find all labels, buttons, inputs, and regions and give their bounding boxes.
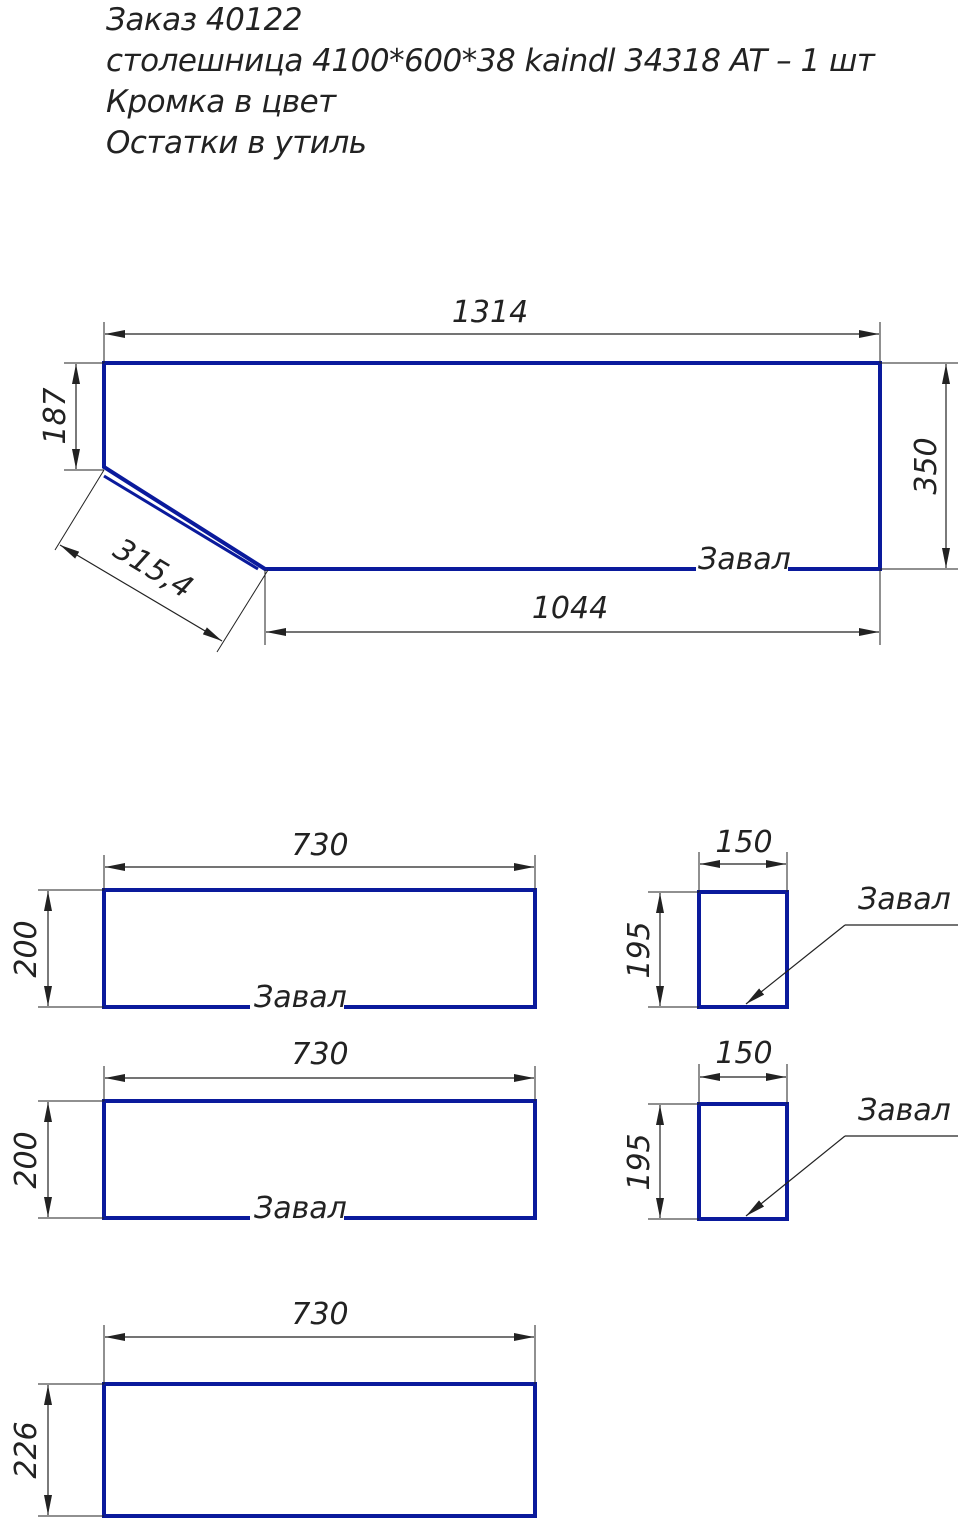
small-part-2: 150 195 Завал [622, 1036, 958, 1221]
main-part-outline [102, 361, 882, 571]
remnants-note: Остатки в утиль [106, 125, 367, 161]
small-2-width: 150 [715, 1036, 772, 1071]
panel-2-width: 730 [291, 1037, 348, 1072]
dim-187: 187 [38, 387, 73, 444]
small-2-leader [745, 1135, 846, 1217]
edge-note: Кромка в цвет [106, 84, 336, 120]
main-edge-label: Завал [698, 542, 791, 577]
panel-3-width: 730 [291, 1297, 348, 1332]
panel-1: Завал 730 200 [9, 828, 537, 1016]
small-1-leader [745, 924, 846, 1005]
small-1-width: 150 [715, 825, 772, 860]
small-2-edge-label: Завал [858, 1093, 951, 1128]
bevel-edge-line [103, 474, 259, 571]
dim-350: 350 [909, 437, 944, 494]
small-2-height: 195 [622, 1133, 657, 1190]
panel-2-height: 200 [9, 1131, 44, 1188]
dim-1314: 1314 [452, 295, 528, 330]
order-header: Заказ 40122 столешница 4100*600*38 kaind… [106, 0, 875, 164]
dim-line-3154 [59, 544, 223, 642]
worktop-spec: столешница 4100*600*38 kaindl 34318 AT –… [106, 43, 875, 79]
panel-2: Завал 730 200 [9, 1037, 537, 1227]
panel-2-edge-label: Завал [254, 1191, 347, 1226]
panel-3-outline [102, 1382, 537, 1518]
small-2-outline [697, 1102, 789, 1221]
dim-1044: 1044 [532, 591, 608, 626]
panel-1-height: 200 [9, 920, 44, 977]
panel-3-height: 226 [9, 1421, 44, 1478]
small-part-1: 150 195 Завал [622, 825, 958, 1009]
small-1-height: 195 [622, 921, 657, 978]
dim-3154: 315,4 [107, 532, 199, 606]
small-1-edge-label: Завал [858, 882, 951, 917]
order-number: Заказ 40122 [106, 2, 303, 38]
panel-3: 730 226 [9, 1297, 537, 1518]
panel-1-edge-label: Завал [254, 980, 347, 1015]
main-part: Завал 1314 350 187 315,4 1044 [38, 295, 958, 653]
panel-1-width: 730 [291, 828, 348, 863]
small-1-outline [697, 890, 789, 1009]
